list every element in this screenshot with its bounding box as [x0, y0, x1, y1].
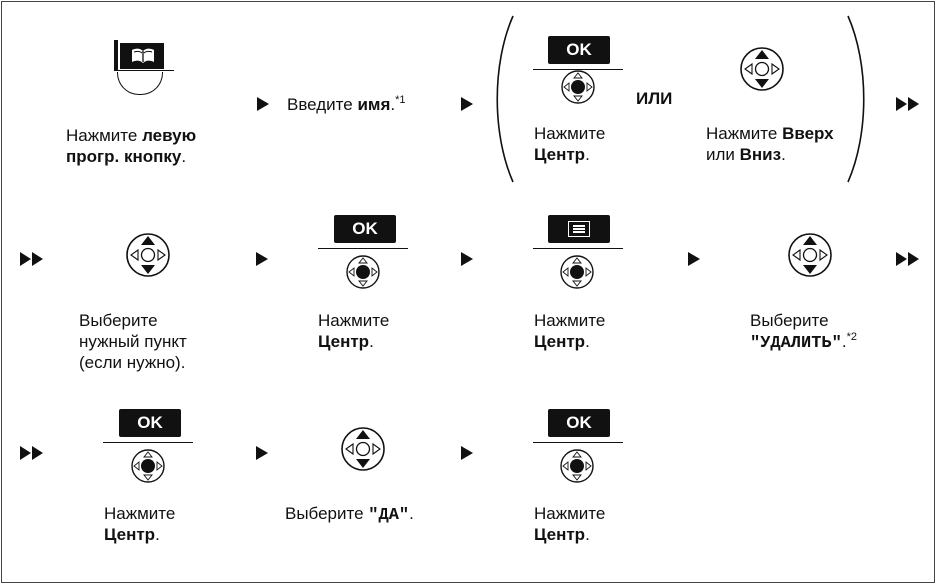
step-press-center: Нажмите Центр.: [534, 124, 606, 164]
navigator-up-down-icon: [126, 233, 170, 277]
arrow-right-icon: [461, 252, 473, 266]
arrow-right-icon: [256, 446, 268, 460]
navigator-center-icon: [560, 449, 594, 483]
double-arrow-right-icon: [20, 446, 43, 460]
step-press-center: Нажмите Центр.: [534, 504, 606, 544]
key-rule: [533, 248, 623, 249]
arrow-right-icon: [256, 252, 268, 266]
double-arrow-right-icon: [896, 97, 919, 111]
or-label: ИЛИ: [636, 89, 673, 108]
phonebook-soft-key-icon: [114, 40, 174, 72]
step-press-up-down: Нажмите Вверх или Вниз.: [706, 124, 834, 164]
left-parenthesis: [496, 15, 514, 183]
step-select-yes: Выберите "ДА".: [285, 504, 414, 525]
navigator-up-down-icon: [740, 47, 784, 91]
navigator-center-icon: [560, 255, 594, 289]
step-enter-name: Введите имя.*1: [287, 94, 406, 114]
navigator-center-icon: [561, 70, 595, 104]
ok-key-icon: OK: [119, 409, 181, 437]
arrow-right-icon: [461, 446, 473, 460]
arrow-right-icon: [688, 252, 700, 266]
navigator-center-icon: [131, 449, 165, 483]
right-parenthesis: [847, 15, 865, 183]
arrow-right-icon: [461, 97, 473, 111]
menu-soft-key-icon: [548, 215, 610, 243]
double-arrow-right-icon: [896, 252, 919, 266]
step-select-delete: Выберите "УДАЛИТЬ".*2: [750, 311, 857, 353]
step-press-center: Нажмите Центр.: [104, 504, 176, 544]
step-press-left-soft-key: Нажмите левую прогр. кнопку.: [66, 126, 197, 166]
key-rule: [533, 442, 623, 443]
step-press-center: Нажмите Центр.: [534, 311, 606, 351]
ok-key-icon: OK: [548, 409, 610, 437]
step-press-center: Нажмите Центр.: [318, 311, 390, 351]
navigator-up-down-icon: [341, 427, 385, 471]
arrow-right-icon: [257, 97, 269, 111]
key-rule: [533, 69, 623, 70]
key-rule: [103, 442, 193, 443]
ok-key-icon: OK: [334, 215, 396, 243]
navigator-center-icon: [346, 255, 380, 289]
navigator-up-down-icon: [788, 233, 832, 277]
step-select-item: Выберите нужный пункт (если нужно).: [79, 311, 187, 372]
ok-key-icon: OK: [548, 36, 610, 64]
double-arrow-right-icon: [20, 252, 43, 266]
key-rule: [318, 248, 408, 249]
